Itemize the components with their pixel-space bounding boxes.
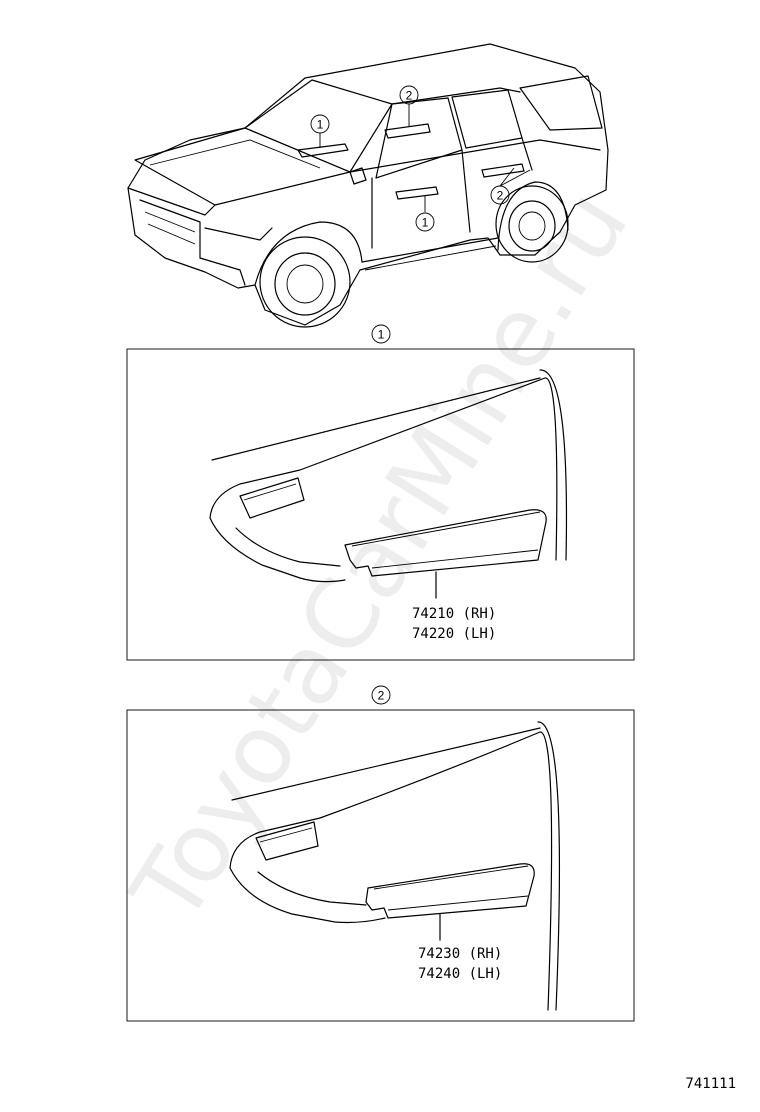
door-handle-front bbox=[395, 186, 439, 200]
panel1-marker: 1 bbox=[378, 328, 385, 342]
panel1-frame bbox=[126, 348, 635, 661]
rear-door-trim-illustration bbox=[229, 721, 561, 1011]
assist-grip-roof-rear bbox=[384, 123, 431, 139]
callout-number: 2 bbox=[406, 89, 413, 103]
assist-grip-front-roof bbox=[297, 143, 349, 158]
callout-number: 1 bbox=[422, 216, 429, 230]
door-handle-rear bbox=[481, 163, 525, 178]
part-number-74240: 74240 (LH) bbox=[418, 966, 502, 982]
callout-number: 1 bbox=[317, 118, 324, 132]
callout-circle bbox=[310, 114, 330, 134]
diagram-reference-number: 741111 bbox=[685, 1076, 736, 1092]
part-number-74210: 74210 (RH) bbox=[412, 606, 496, 622]
callout-circle bbox=[371, 324, 391, 344]
callout-circle bbox=[490, 185, 510, 205]
callout-circle bbox=[371, 685, 391, 705]
callout-leaders bbox=[319, 104, 531, 212]
panel2-frame bbox=[126, 709, 635, 1022]
front-door-trim-illustration bbox=[209, 369, 568, 599]
vehicle-illustration bbox=[127, 43, 609, 328]
panel2-marker: 2 bbox=[378, 689, 385, 703]
callout-circle bbox=[399, 85, 419, 105]
part-number-74230: 74230 (RH) bbox=[418, 946, 502, 962]
part-number-74220: 74220 (LH) bbox=[412, 626, 496, 642]
callout-circle bbox=[415, 212, 435, 232]
callout-number: 2 bbox=[497, 189, 504, 203]
